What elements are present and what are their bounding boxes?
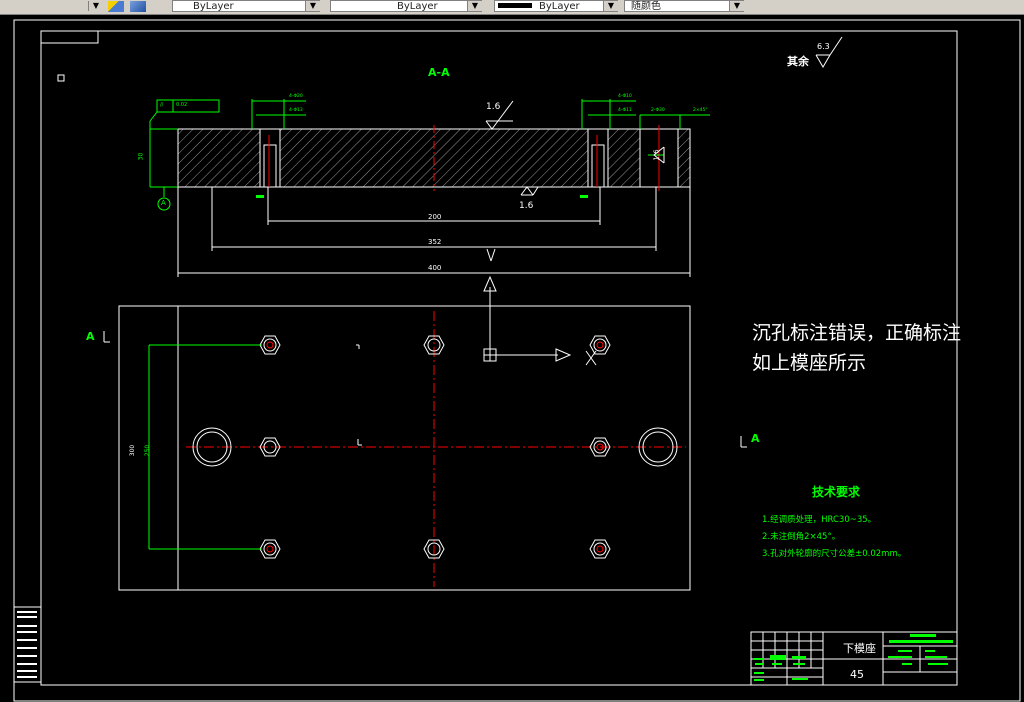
- section-view: [177, 125, 691, 198]
- tech-requirements-title: 技术要求: [812, 485, 861, 499]
- hole-callout-left-2: 4-Φ13: [289, 108, 303, 113]
- lineweight-control-value: ByLayer: [539, 1, 580, 12]
- roughness-other-label: 其余: [787, 55, 809, 68]
- color-control-select[interactable]: ByLayer: [172, 0, 320, 12]
- linetype-control-select[interactable]: ByLayer: [330, 0, 482, 12]
- drawing-canvas[interactable]: [0, 15, 1024, 702]
- dropdown-arrow-icon[interactable]: ▼: [88, 1, 103, 11]
- hole-callout-right-1: 4-Φ10: [618, 94, 632, 99]
- tolerance-value: 0.02: [176, 102, 188, 108]
- plan-holes: [192, 335, 678, 559]
- roughness-symbol: [815, 36, 843, 68]
- datum-a-label: A: [161, 199, 166, 207]
- dimension-height: 30: [137, 152, 145, 161]
- review-annotation-line1: 沉孔标注错误，正确标注: [752, 322, 962, 344]
- side-roughness-value: 1.6: [652, 149, 661, 161]
- title-block-text-marks: [754, 634, 953, 681]
- section-label: A-A: [428, 66, 450, 79]
- chevron-down-icon[interactable]: ▼: [729, 1, 744, 11]
- cursor-box-icon: [57, 74, 65, 82]
- properties-toolbar: ▼ ByLayer ▼ ByLayer ▼ ByLayer ▼ 随颜色 ▼: [0, 0, 1024, 15]
- sheet-outer-border: [13, 19, 1021, 702]
- chevron-down-icon[interactable]: ▼: [467, 1, 482, 11]
- plotstyle-control-value: 随颜色: [631, 1, 661, 12]
- section-mark-left: A: [86, 330, 95, 343]
- section-dimensions: [149, 99, 710, 211]
- lineweight-swatch: [498, 3, 532, 8]
- side-roughness-symbol: [653, 146, 665, 164]
- roughness-top-value: 1.6: [486, 102, 501, 112]
- dimension-400: 400: [428, 264, 442, 272]
- dimension-352: 352: [428, 238, 442, 246]
- plan-dimension-outer: 300: [129, 444, 137, 457]
- chevron-down-icon[interactable]: ▼: [603, 1, 618, 11]
- roughness-other-value: 6.3: [817, 42, 830, 51]
- hole-callout-left-1: 4-Φ20: [289, 94, 303, 99]
- hole-tm: [423, 335, 445, 355]
- tech-requirement-item: 3.孔对外轮廓的尺寸公差±0.02mm。: [762, 549, 907, 559]
- hole-tl: [259, 335, 281, 355]
- hole-bl: [259, 539, 281, 559]
- title-block: [750, 631, 958, 686]
- review-annotation: 沉孔标注错误，正确标注 如上模座所示: [752, 318, 961, 378]
- title-material: 45: [850, 668, 864, 681]
- chamfer-callout: 2×45°: [693, 108, 708, 113]
- section-cut-markers: [103, 331, 747, 448]
- chevron-down-icon[interactable]: ▼: [305, 1, 320, 11]
- hole-callout-right-3: 2-Φ30: [651, 108, 665, 113]
- hole-bm: [423, 539, 445, 559]
- guide-hole-left: [192, 427, 232, 467]
- hole-tr: [589, 335, 611, 355]
- tech-requirement-item: 1.经调质处理，HRC30~35。: [762, 515, 877, 525]
- tech-requirement-item: 2.未注倒角2×45°。: [762, 532, 841, 542]
- color-control-value: ByLayer: [193, 1, 234, 12]
- dimension-200: 200: [428, 213, 442, 221]
- roughness-bottom-value: 1.6: [519, 201, 534, 211]
- review-annotation-line2: 如上模座所示: [752, 352, 867, 374]
- linetype-control-value: ByLayer: [397, 1, 438, 12]
- layer-previous-icon[interactable]: [130, 1, 146, 12]
- section-mark-right: A: [751, 432, 760, 445]
- side-revision-strip: [13, 606, 42, 683]
- section-bottom-dimensions: [177, 100, 691, 277]
- plan-dimension-inner: 250: [144, 444, 152, 457]
- guide-hole-right: [638, 427, 678, 467]
- ucs-axis-icon: [483, 275, 597, 366]
- hole-br: [589, 539, 611, 559]
- hole-callout-right-2: 4-Φ11: [618, 108, 632, 113]
- plan-dimensions: [148, 344, 262, 550]
- sheet-inner-border: [40, 30, 958, 686]
- hole-ml: [259, 437, 281, 457]
- hole-mr: [589, 437, 611, 457]
- layer-state-icon[interactable]: [108, 1, 124, 12]
- plotstyle-control-select[interactable]: 随颜色: [624, 0, 744, 12]
- title-part-name: 下模座: [843, 642, 876, 655]
- drawing-number-box: [40, 30, 99, 44]
- tolerance-symbol: //: [160, 102, 164, 108]
